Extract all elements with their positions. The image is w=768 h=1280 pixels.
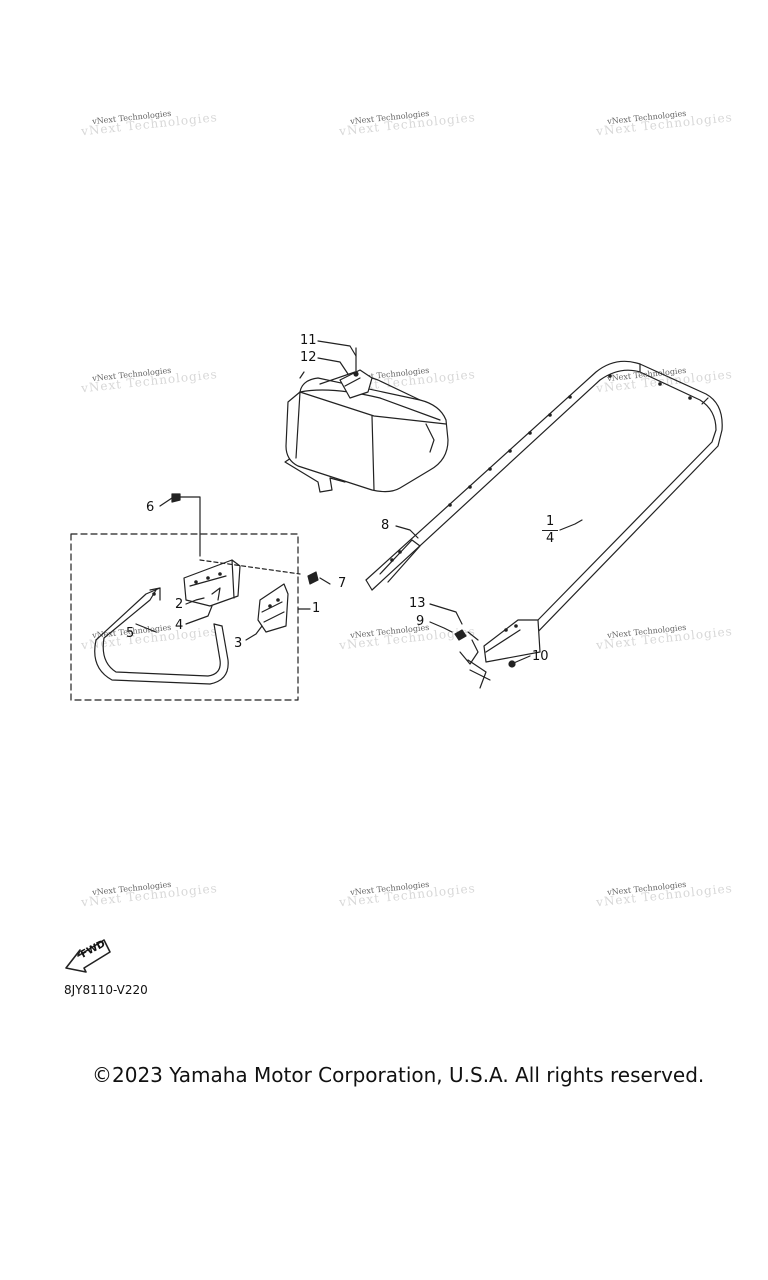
bracket-part	[257, 583, 289, 633]
callout-4: 4	[175, 618, 184, 633]
copyright-notice: ©2023 Yamaha Motor Corporation, U.S.A. A…	[92, 1063, 705, 1087]
callout-12: 12	[300, 350, 317, 365]
callout-5: 5	[126, 626, 135, 641]
grab-rail-part	[365, 360, 723, 663]
callout-7: 7	[338, 576, 347, 591]
front-handle-part	[94, 587, 229, 685]
fraction-bar	[542, 530, 558, 531]
storage-bag-part	[284, 347, 449, 493]
callout-13: 13	[409, 596, 426, 611]
kit-boundary	[70, 533, 299, 701]
callout-8: 8	[381, 518, 390, 533]
callout-1: 1	[312, 601, 321, 616]
fraction-denominator: 4	[546, 531, 555, 546]
callout-11: 11	[300, 333, 317, 348]
callout-6: 6	[146, 500, 155, 515]
callout-2: 2	[175, 597, 184, 612]
callout-3: 3	[234, 636, 243, 651]
callout-9: 9	[416, 614, 425, 629]
diagram-code: 8JY8110-V220	[64, 983, 148, 997]
bracket-part	[183, 559, 241, 607]
fraction-numerator: 1	[546, 514, 555, 529]
callout-10: 10	[532, 649, 549, 664]
fwd-arrow-icon	[65, 939, 111, 973]
